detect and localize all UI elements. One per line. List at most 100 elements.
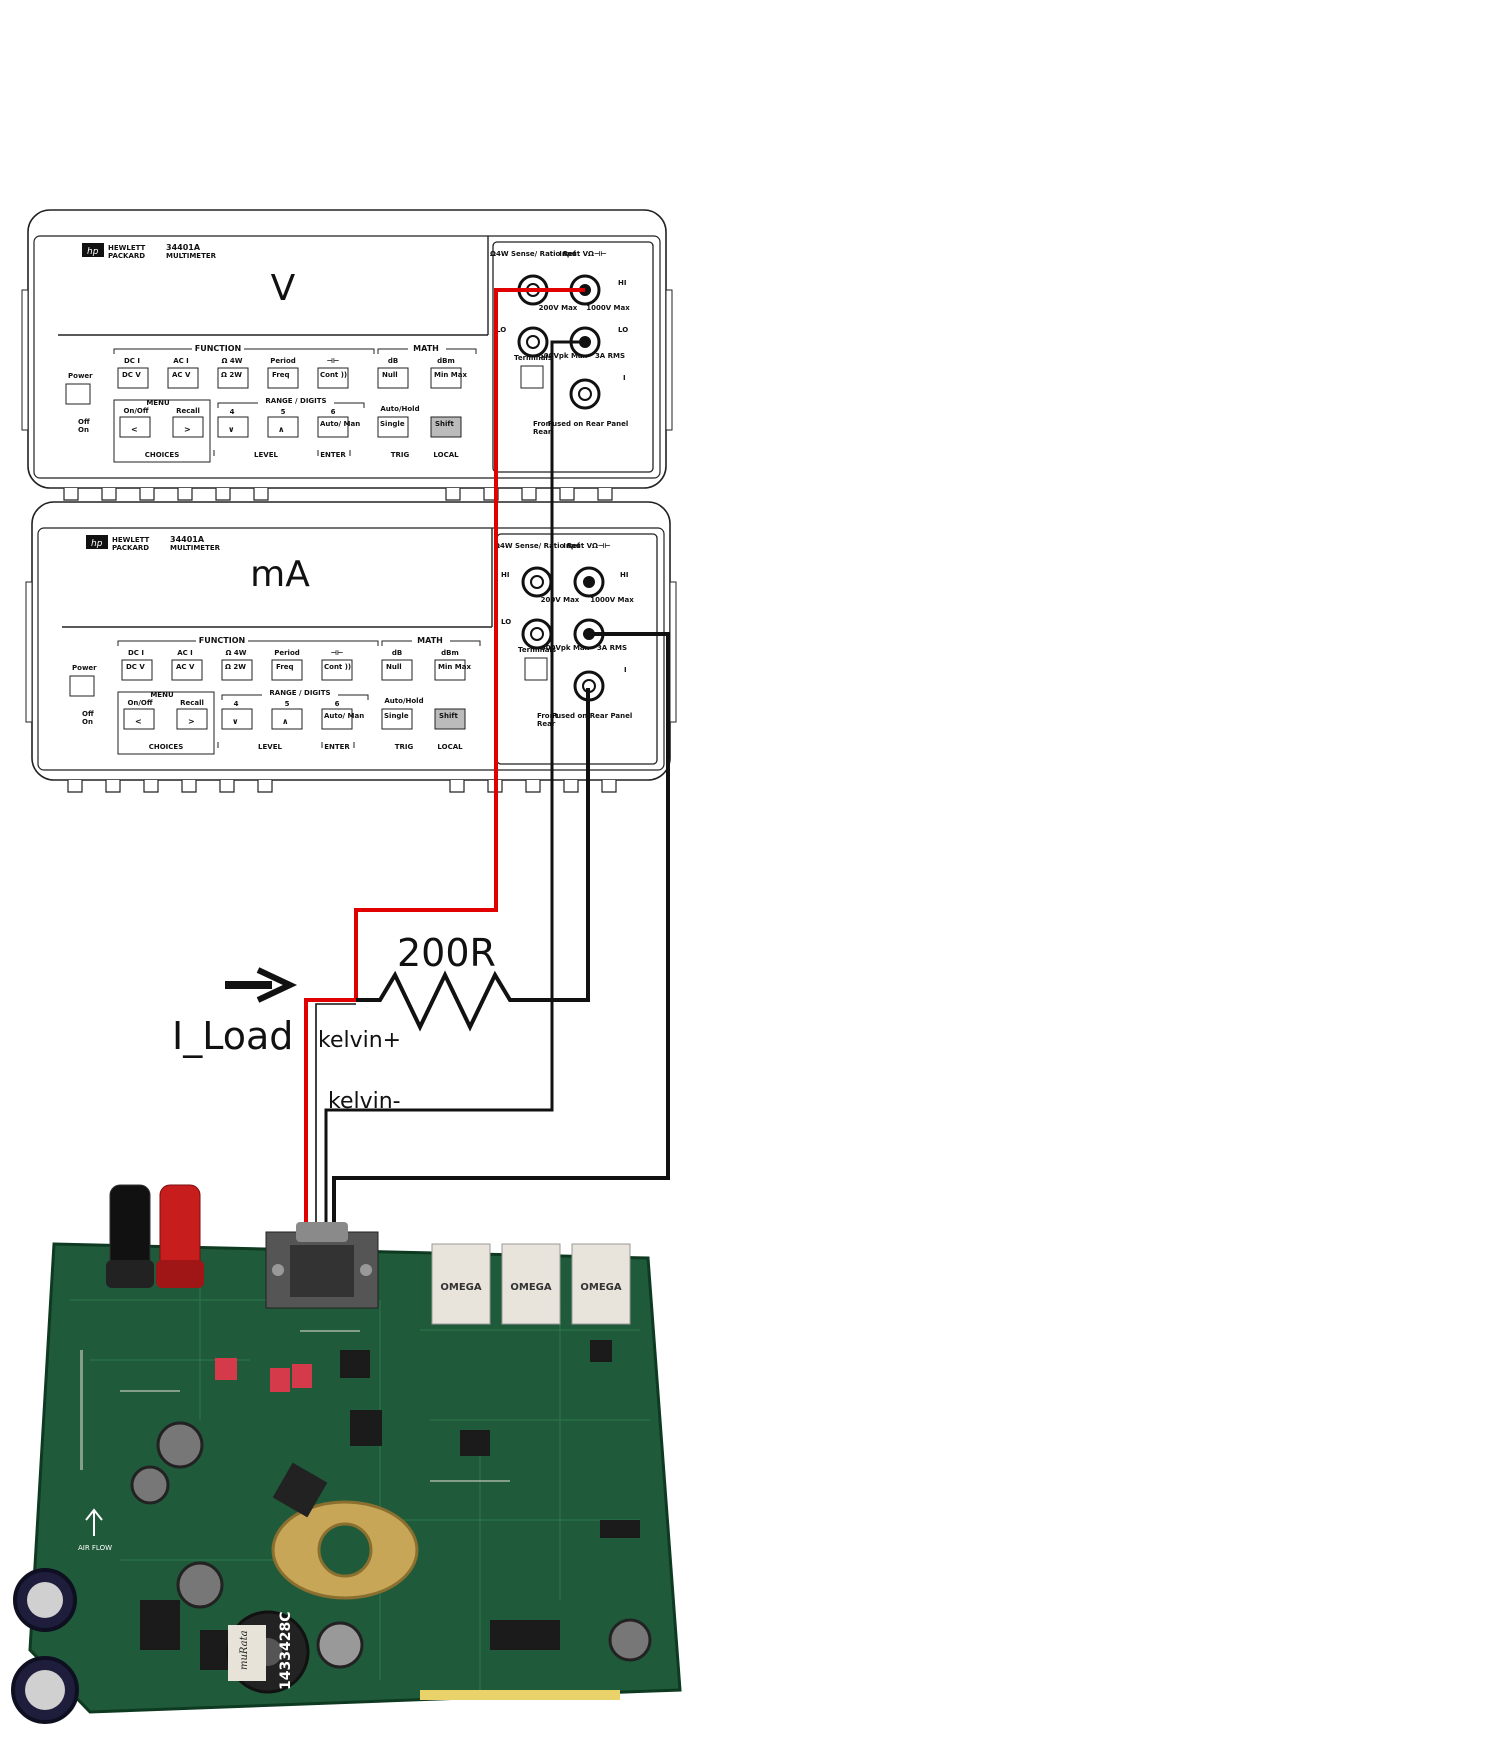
voltmeter: hp HEWLETT PACKARD 34401A MULTIMETER V F… — [21, 209, 673, 501]
input-label: Input VΩ⊣⊢ — [563, 542, 611, 550]
banana-jack-red[interactable] — [156, 1184, 204, 1288]
wire-ammeter-lo — [332, 632, 670, 1225]
key-null[interactable] — [381, 659, 413, 681]
max200-label: 200V Max — [541, 596, 580, 604]
key-up[interactable] — [271, 708, 303, 730]
airflow-label: AIR FLOW — [78, 1544, 112, 1552]
key-null[interactable] — [377, 367, 409, 389]
wire-kelvin-plus — [315, 1003, 356, 1225]
terminals-switch[interactable] — [520, 365, 544, 389]
key-cont[interactable] — [317, 367, 349, 389]
key-freq-label: Freq — [272, 371, 290, 379]
key-min-max-label: Min Max — [434, 371, 467, 379]
key-single-label: Single — [384, 712, 409, 720]
label-on-off: On/Off — [123, 407, 148, 415]
relay-3: OMEGA — [571, 1243, 631, 1325]
key-dc-v-label: DC V — [126, 663, 145, 671]
power-on-label: On — [82, 718, 93, 726]
key-single[interactable] — [381, 708, 413, 730]
lo-left-label: LO — [496, 326, 506, 334]
brand-line2: PACKARD — [108, 252, 145, 260]
electrolytic-caps — [11, 1421, 652, 1724]
key-right[interactable] — [176, 708, 208, 730]
footer-labels: CHOICES LEVEL ENTER TRIG LOCAL — [149, 742, 463, 751]
db9-connector[interactable] — [265, 1222, 379, 1309]
label-4: 4 — [230, 408, 235, 416]
lo-right-label: LO — [618, 326, 628, 334]
kelvin-plus-label: kelvin+ — [318, 1028, 401, 1053]
key-left-label: < — [135, 717, 142, 726]
i-label: I — [624, 666, 627, 674]
rear-label: Rear — [537, 720, 556, 728]
power-button[interactable] — [65, 383, 91, 405]
i-label: I — [623, 374, 626, 382]
bottom-key-row: < > ∨ ∧ Auto/ Man Single Shift — [123, 708, 466, 730]
binding-posts — [521, 566, 605, 702]
footer-trig: TRIG — [395, 743, 414, 751]
hi-right-label: HI — [620, 571, 628, 579]
key-down[interactable] — [217, 416, 249, 438]
key-right-label: > — [184, 425, 191, 434]
resistor — [356, 970, 540, 1032]
key-dc-v[interactable] — [121, 659, 153, 681]
wire-voltmeter-lo — [324, 340, 585, 1225]
label-ohm-4w: Ω 4W — [222, 357, 243, 365]
bulk-cap-label: 1433428C — [278, 1612, 294, 1690]
key-shift[interactable] — [434, 708, 466, 730]
footer-enter: ENTER — [320, 451, 346, 459]
key-ac-v[interactable] — [167, 367, 199, 389]
key-ohm-2w[interactable] — [217, 367, 249, 389]
key-right[interactable] — [172, 416, 204, 438]
fused-label: Fused on Rear Panel — [548, 420, 629, 428]
key-left[interactable] — [119, 416, 151, 438]
key-shift[interactable] — [430, 416, 462, 438]
key-cont[interactable] — [321, 659, 353, 681]
label-6: 6 — [335, 700, 340, 708]
pk500-label: 500Vpk Max — [539, 352, 588, 360]
key-cont-label: Cont )) — [320, 371, 347, 379]
power-off-label: Off — [78, 418, 90, 426]
key-dc-v[interactable] — [117, 367, 149, 389]
bottom-label-row: On/Off Recall 4 5 6 Auto/Hold — [123, 405, 419, 416]
key-min-max[interactable] — [434, 659, 466, 681]
banana-jack-black[interactable] — [106, 1184, 154, 1288]
brand-line1: HEWLETT — [112, 536, 150, 544]
resistor-label: 200R — [397, 931, 496, 975]
key-ohm-2w-label: Ω 2W — [221, 371, 242, 379]
key-auto-man[interactable] — [317, 416, 349, 438]
model-subtitle: MULTIMETER — [166, 252, 217, 260]
key-up-label: ∧ — [278, 425, 285, 434]
key-min-max[interactable] — [430, 367, 462, 389]
key-left[interactable] — [123, 708, 155, 730]
footer-trig: TRIG — [391, 451, 410, 459]
top-key-row: DC V AC V Ω 2W Freq Cont )) Null Min Max — [121, 659, 471, 681]
brand-line2: PACKARD — [112, 544, 149, 552]
key-freq[interactable] — [267, 367, 299, 389]
key-up[interactable] — [267, 416, 299, 438]
key-freq-label: Freq — [276, 663, 294, 671]
model-subtitle: MULTIMETER — [170, 544, 221, 552]
kelvin-minus-label: kelvin- — [328, 1089, 401, 1114]
inductor-icon: muRata — [226, 1610, 310, 1694]
group-range: RANGE / DIGITS — [269, 689, 330, 697]
key-freq[interactable] — [271, 659, 303, 681]
group-math: MATH — [417, 636, 443, 645]
key-single[interactable] — [377, 416, 409, 438]
key-ohm-2w[interactable] — [221, 659, 253, 681]
front-label: Front — [533, 420, 555, 428]
label-dbm: dBm — [441, 649, 459, 657]
group-range: RANGE / DIGITS — [265, 397, 326, 405]
label-ac-i: AC I — [177, 649, 193, 657]
key-auto-man[interactable] — [321, 708, 353, 730]
terminals-switch[interactable] — [524, 657, 548, 681]
hp-logo-icon: hp — [86, 535, 108, 549]
key-right-label: > — [188, 717, 195, 726]
bottom-label-row: On/Off Recall 4 5 6 Auto/Hold — [127, 697, 423, 708]
key-null-label: Null — [386, 663, 402, 671]
key-ac-v[interactable] — [171, 659, 203, 681]
footer-level: LEVEL — [258, 743, 282, 751]
power-button[interactable] — [69, 675, 95, 697]
key-down[interactable] — [221, 708, 253, 730]
top-label-row: DC I AC I Ω 4W Period ⊣⊢ dB dBm — [128, 649, 459, 657]
power-on-label: On — [78, 426, 89, 434]
